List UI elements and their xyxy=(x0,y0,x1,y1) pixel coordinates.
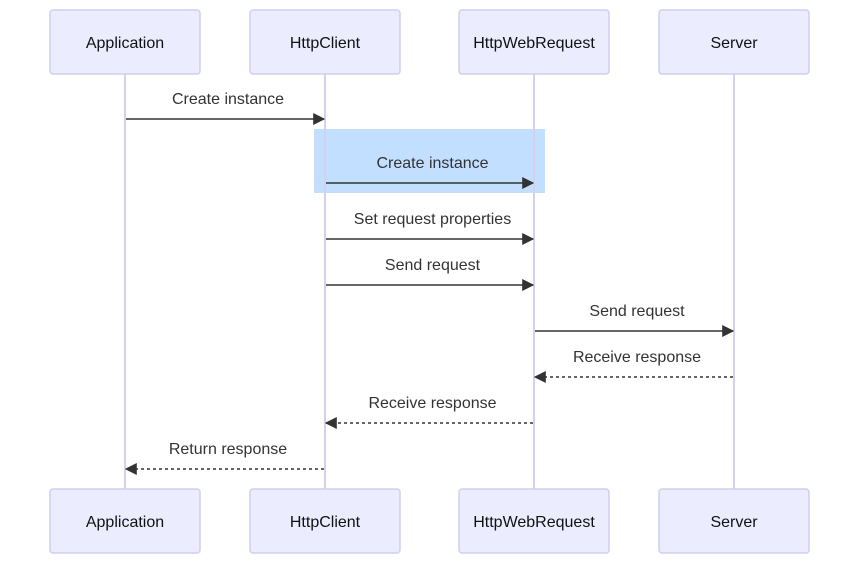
actor-box xyxy=(249,9,401,75)
actor-client-bottom: HttpClient xyxy=(249,488,401,554)
actor-label: HttpClient xyxy=(290,35,361,52)
message-5: Send request xyxy=(535,303,735,337)
actor-app-top: Application xyxy=(49,9,201,75)
message-label: Send request xyxy=(589,303,685,320)
actor-box xyxy=(458,9,610,75)
message-1: Create instance xyxy=(126,91,326,125)
message-label: Set request properties xyxy=(354,211,511,228)
actor-box xyxy=(458,488,610,554)
message-8: Return response xyxy=(124,441,324,475)
actor-request-top: HttpWebRequest xyxy=(458,9,610,75)
actor-box xyxy=(658,9,810,75)
message-7: Receive response xyxy=(324,395,533,429)
actor-label: HttpWebRequest xyxy=(473,35,595,52)
actor-box xyxy=(658,488,810,554)
actor-box xyxy=(49,488,201,554)
message-label: Return response xyxy=(169,441,287,458)
actor-request-bottom: HttpWebRequest xyxy=(458,488,610,554)
actor-label: Application xyxy=(86,35,164,52)
actor-label: HttpClient xyxy=(290,514,361,531)
actor-server-top: Server xyxy=(658,9,810,75)
actor-label: Server xyxy=(710,514,758,531)
message-label: Send request xyxy=(385,257,481,274)
actor-app-bottom: Application xyxy=(49,488,201,554)
actor-box xyxy=(249,488,401,554)
actor-label: Application xyxy=(86,514,164,531)
message-6: Receive response xyxy=(533,349,733,383)
message-label: Create instance xyxy=(172,91,284,108)
actor-label: HttpWebRequest xyxy=(473,514,595,531)
message-label: Receive response xyxy=(573,349,701,366)
actor-box xyxy=(49,9,201,75)
actor-client-top: HttpClient xyxy=(249,9,401,75)
message-2: Create instance xyxy=(326,155,535,189)
message-3: Set request properties xyxy=(326,211,535,245)
message-4: Send request xyxy=(326,257,535,291)
message-label: Create instance xyxy=(376,155,488,172)
message-label: Receive response xyxy=(368,395,496,412)
actor-server-bottom: Server xyxy=(658,488,810,554)
actor-label: Server xyxy=(710,35,758,52)
